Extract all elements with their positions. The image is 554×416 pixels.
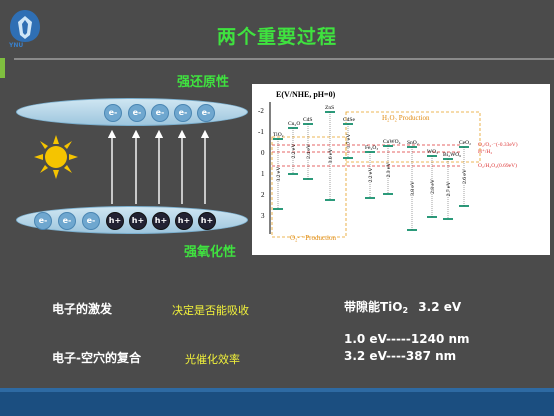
recombination-note: 光催化效率: [185, 353, 240, 366]
material-name: CeO₂: [459, 140, 471, 146]
logo-text: YNU: [9, 42, 24, 49]
y-tick: 3: [261, 212, 265, 220]
sun-icon: [34, 135, 78, 179]
material-column: ZnS 3.6 eV: [325, 105, 335, 201]
material-name: Fe₂O₃: [365, 145, 378, 151]
material-gap: 2.4 eV: [306, 144, 312, 159]
ref-h2o2-label: O₂/H₂O₂(0.69eV): [478, 162, 517, 169]
ref-o2-label: O₂/O₂·⁻(-0.33eV): [478, 141, 518, 148]
electron-particle: e-: [104, 104, 122, 122]
electron-particle: e-: [197, 104, 215, 122]
material-column: Bi₂WO₆ 2.7 eV: [443, 152, 461, 220]
footer-accent: [0, 388, 554, 392]
hole-particle: h+: [129, 212, 147, 230]
material-gap: 3.8 eV: [410, 181, 416, 196]
material-name: CdS: [303, 117, 312, 123]
material-gap: 3.6 eV: [328, 149, 334, 164]
excitation-arrows: [107, 129, 210, 204]
excitation-label: 电子的激发: [52, 302, 113, 316]
y-tick: 2: [261, 191, 265, 199]
hole-particle: h+: [106, 212, 124, 230]
reduction-label: 强还原性: [177, 75, 230, 90]
y-tick: -2: [258, 107, 264, 115]
university-logo-icon: [10, 10, 40, 42]
electron-particle: e-: [58, 212, 76, 230]
material-column: CdSe 1.7 eV: [343, 117, 355, 159]
material-name: WO₃: [427, 149, 438, 155]
band-position-figure: E(V/NHE, pH=0) -2 -1 0 1 2 3 H₂O₂ Produc…: [252, 84, 550, 255]
material-gap: 2.3 eV: [386, 163, 392, 178]
material-name: CdSe: [343, 117, 355, 123]
material-name: Bi₂WO₆: [443, 152, 461, 158]
material-name: SnO₂: [407, 140, 419, 146]
electron-particle: e-: [174, 104, 192, 122]
recombination-label: 电子-空穴的复合: [52, 351, 141, 365]
footer-bar: [0, 392, 554, 416]
material-column: SnO₂ 3.8 eV: [407, 140, 419, 231]
accent-tab: [0, 58, 5, 78]
material-column: WO₃ 2.8 eV: [427, 149, 438, 218]
material-gap: 1.7 eV: [346, 134, 352, 149]
electron-particle: e-: [151, 104, 169, 122]
electron-particle: e-: [82, 212, 100, 230]
material-name: Cu₂O: [288, 121, 300, 127]
material-gap: 2.6 eV: [462, 169, 468, 184]
material-column: CdS 2.4 eV: [303, 117, 313, 180]
slide-title: 两个重要过程: [216, 26, 337, 48]
material-gap: 2.2 eV: [291, 144, 297, 159]
conversion-line-2: 3.2 eV----387 nm: [344, 349, 457, 363]
o2-label: O₂·⁻ Production: [290, 234, 336, 242]
material-column: CuWO₄ 2.3 eV: [383, 139, 401, 195]
material-gap: 2.7 eV: [446, 182, 452, 197]
excitation-note: 决定是否能吸收: [172, 304, 249, 317]
title-divider: [14, 58, 554, 60]
material-name: CuWO₄: [383, 139, 401, 145]
y-tick: 1: [261, 170, 265, 178]
band-diagram: E(V/NHE, pH=0) -2 -1 0 1 2 3 H₂O₂ Produc…: [258, 90, 518, 242]
material-name: ZnS: [325, 105, 334, 111]
material-column: Fe₂O₃ 2.2 eV: [365, 145, 378, 199]
conversion-line-1: 1.0 eV-----1240 nm: [344, 332, 470, 346]
y-tick: -1: [258, 128, 264, 136]
material-gap: 2.2 eV: [368, 168, 374, 183]
material-column: TiO₂ 3.2 eV: [273, 132, 284, 210]
hole-particle: h+: [152, 212, 170, 230]
material-gap: 2.8 eV: [430, 179, 436, 194]
material-name: TiO₂: [273, 132, 284, 138]
material-column: CeO₂ 2.6 eV: [459, 140, 471, 207]
hole-particle: h+: [198, 212, 216, 230]
oxidation-label: 强氧化性: [184, 245, 237, 260]
electron-particle: e-: [128, 104, 146, 122]
bandgap-label: 带隙能TiO2 3.2 eV: [344, 300, 462, 315]
hole-particle: h+: [175, 212, 193, 230]
ref-h-label: H⁺/H₂: [478, 148, 492, 155]
material-gap: 3.2 eV: [276, 167, 282, 182]
y-tick: 0: [261, 149, 265, 157]
figure-y-title: E(V/NHE, pH=0): [276, 90, 336, 99]
material-column: Cu₂O 2.2 eV: [288, 121, 300, 175]
h2o2-label: H₂O₂ Production: [382, 114, 430, 122]
electron-particle: e-: [34, 212, 52, 230]
material-bands: TiO₂ 3.2 eV Cu₂O 2.2 eV CdS 2.4 eV ZnS 3.6 eV Cd…: [273, 105, 471, 231]
